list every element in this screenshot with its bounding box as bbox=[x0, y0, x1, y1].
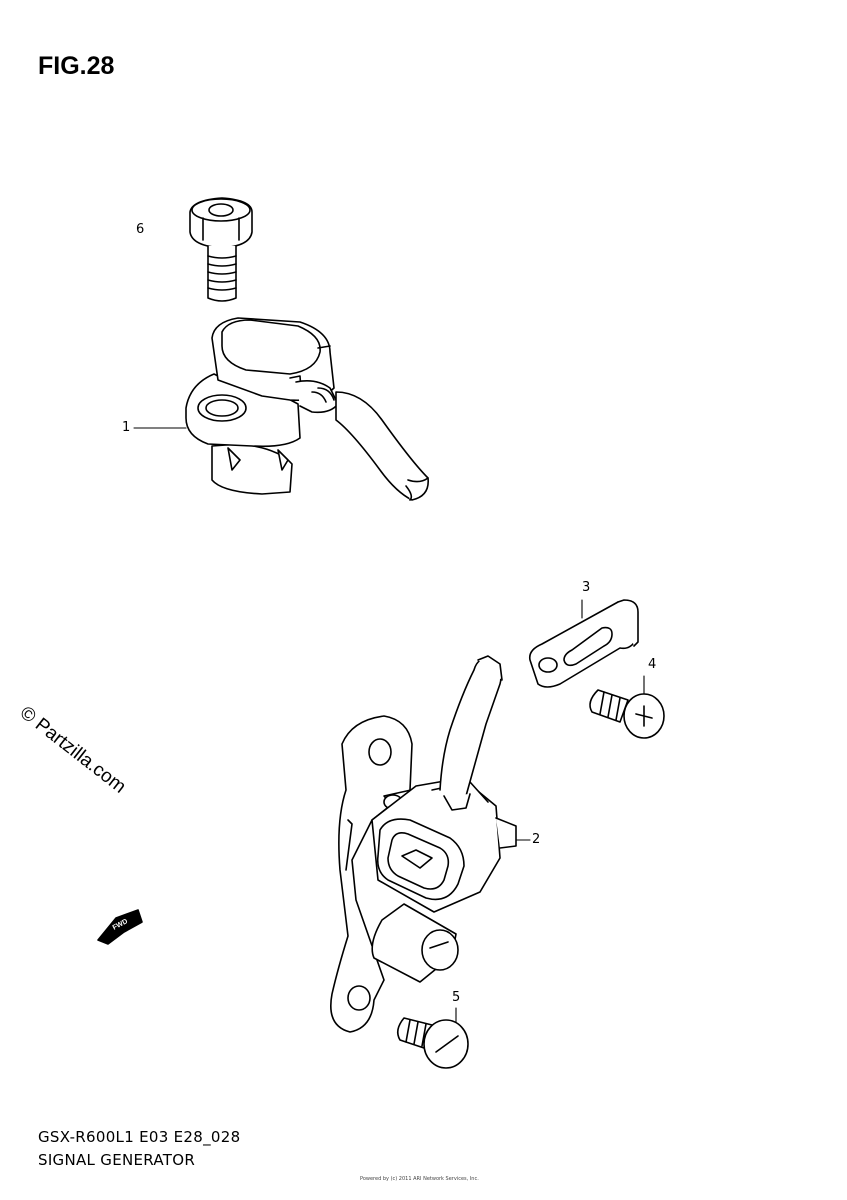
sensor-1-drawing[interactable] bbox=[186, 318, 428, 500]
section-name: SIGNAL GENERATOR bbox=[38, 1151, 196, 1169]
fwd-arrow-icon: FWD bbox=[98, 910, 142, 944]
screw-5-drawing[interactable] bbox=[398, 1018, 468, 1068]
leader-lines bbox=[134, 428, 644, 1022]
copyright-notice: Powered by (c) 2011 ARI Network Services… bbox=[360, 1176, 479, 1182]
signal-generator-2-drawing[interactable] bbox=[331, 656, 516, 1032]
model-code: GSX-R600L1 E03 E28_028 bbox=[38, 1128, 241, 1146]
callout-6[interactable]: 6 bbox=[136, 222, 145, 237]
figure-title: FIG.28 bbox=[38, 52, 115, 80]
callout-3[interactable]: 3 bbox=[582, 580, 591, 595]
screw-4-drawing[interactable] bbox=[590, 690, 664, 738]
callout-5[interactable]: 5 bbox=[452, 990, 461, 1005]
bracket-3-drawing[interactable] bbox=[530, 600, 638, 687]
callout-2[interactable]: 2 bbox=[532, 832, 541, 847]
bolt-6-drawing[interactable] bbox=[190, 198, 252, 301]
callout-4[interactable]: 4 bbox=[648, 657, 657, 672]
callout-1[interactable]: 1 bbox=[122, 420, 131, 435]
